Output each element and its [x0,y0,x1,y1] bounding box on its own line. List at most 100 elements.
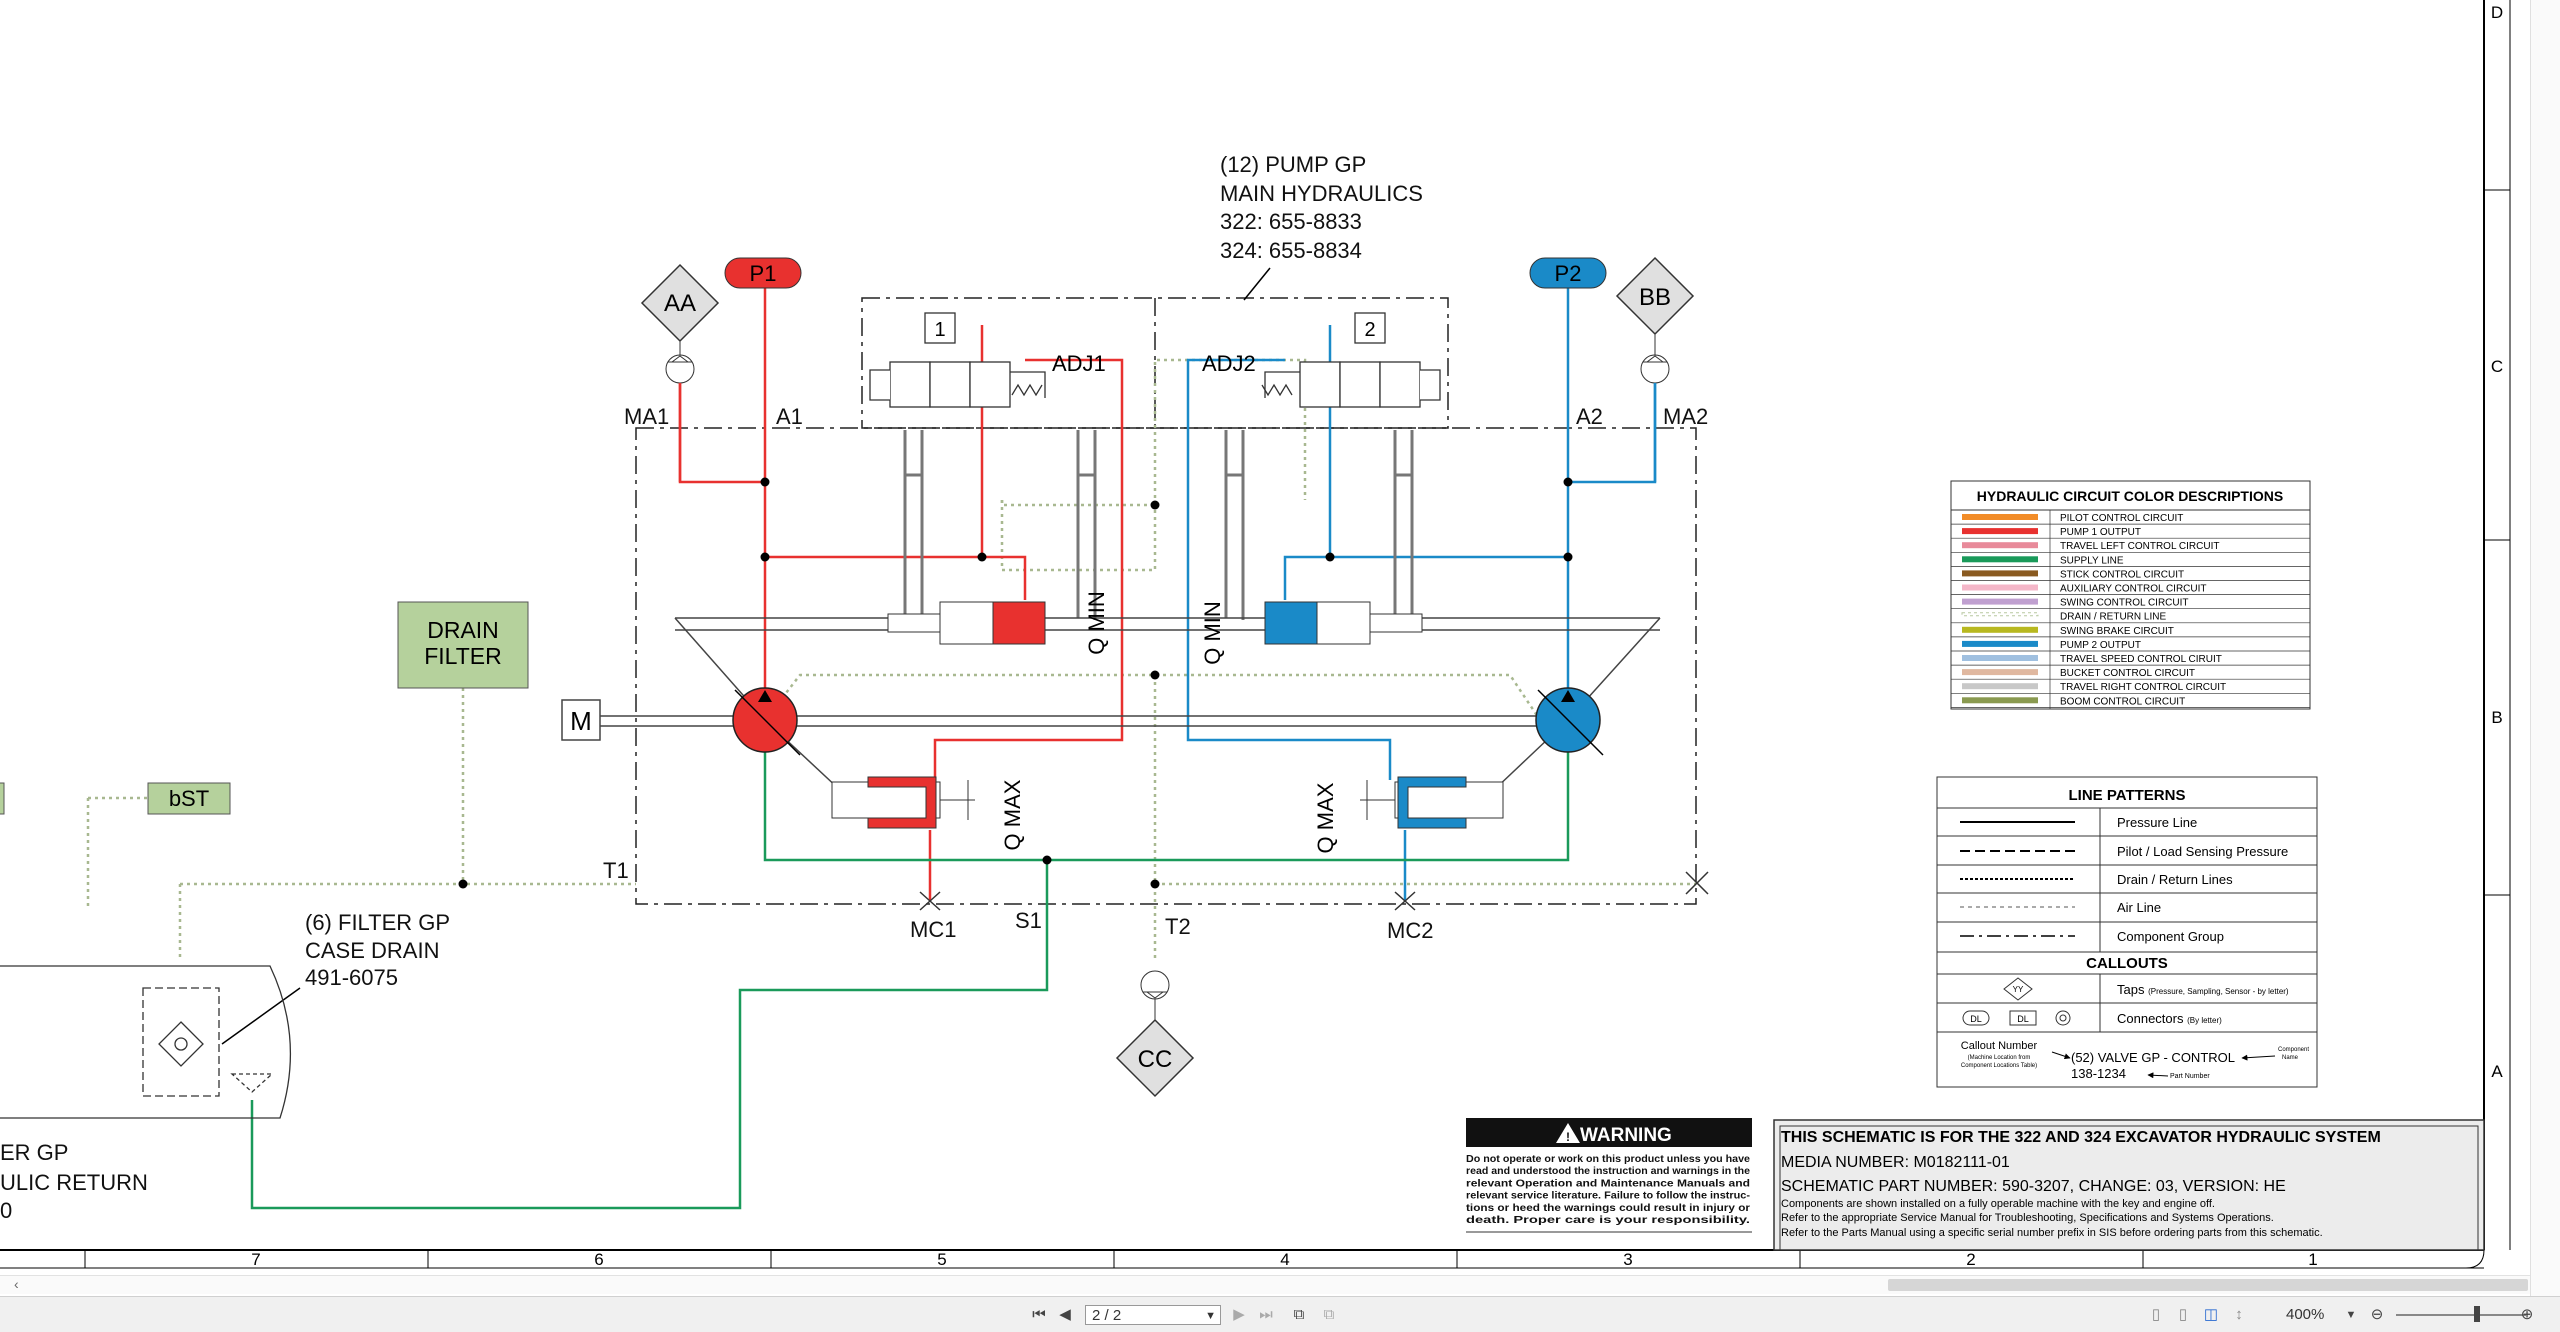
color-swatch [1962,514,2038,520]
adj2-label: ADJ2 [1202,351,1256,376]
col-label-3: 3 [1623,1250,1632,1269]
mechanical-links [903,430,1414,620]
color-row-label: BOOM CONTROL CIRCUIT [2060,696,2185,707]
taps-symbol: YY [2013,985,2024,994]
motor-symbol-label: M [570,706,592,736]
color-row-label: SWING BRAKE CIRCUIT [2060,626,2174,637]
regulator-valve-2 [1261,312,1441,408]
color-row-label: AUXILIARY CONTROL CIRCUIT [2060,584,2207,595]
page-layout-icon[interactable]: ⧉ [1323,1306,1335,1323]
first-page-icon[interactable]: ⏮ [1032,1306,1046,1323]
plug-marks [919,871,1709,911]
horizontal-scroll-thumb[interactable] [1888,1279,2528,1291]
callout-number-note1: (Machine Location from [1968,1055,2031,1061]
filter-gp-line2: CASE DRAIN [305,938,439,963]
color-swatch [1962,598,2038,605]
adj1-label: ADJ1 [1052,351,1106,376]
scroll-left-arrow-icon[interactable]: ‹ [14,1276,19,1292]
callouts-title: CALLOUTS [2086,955,2168,972]
row-label-b: B [2491,708,2502,727]
color-swatch [1962,556,2038,563]
color-row-label: BUCKET CONTROL CIRCUIT [2060,668,2195,679]
port-t1: T1 [603,858,629,883]
line-patterns-title: LINE PATTERNS [2069,787,2186,804]
color-swatch [1962,570,2038,577]
svg-text:Taps (Pressure, Sampling, Sens: Taps (Pressure, Sampling, Sensor - by le… [2117,982,2289,997]
port-ma2: MA2 [1663,404,1708,429]
port-p1: P1 [724,257,802,289]
row-label-a: A [2491,1062,2503,1081]
continuous-view-icon[interactable]: ▯ [2178,1306,2188,1323]
warning-text-line: relevant service literature. Failure to … [1466,1190,1751,1202]
zoom-dropdown-icon[interactable]: ▼ [2345,1309,2357,1321]
hydraulic-schematic: 7 6 5 4 3 2 1 D C B A (12) PUMP GP MAIN … [0,0,2511,1269]
callout-number-note2: Component Locations Table) [1961,1063,2037,1069]
col-label-6: 6 [594,1250,603,1269]
tap-aa: AA [640,263,720,482]
line-patterns-legend: LINE PATTERNS Pressure Line Pilot / Load… [1936,776,2318,1088]
page-copy-icon[interactable]: ⧉ [1293,1306,1305,1323]
drain-filter: DRAIN FILTER [397,601,529,689]
pattern-drain: Drain / Return Lines [2117,872,2233,887]
zoom-out-icon[interactable]: ⊖ [2370,1306,2384,1323]
filter-gp-line1: (6) FILTER GP [305,910,450,935]
regulator-valve-1 [869,312,1046,408]
next-page-icon[interactable]: ▶ [1233,1306,1245,1323]
return-filter-line3: 0 [0,1198,12,1223]
zoom-slider[interactable] [2396,1314,2526,1316]
callout-part-number-label: Part Number [2170,1073,2210,1080]
previous-page-icon[interactable]: ◀ [1059,1306,1071,1323]
pump2 [1535,687,1604,756]
color-row-label: SWING CONTROL CIRCUIT [2060,598,2189,609]
two-page-view-icon[interactable]: ◫ [2203,1306,2219,1323]
row-label-d: D [2491,3,2503,22]
col-label-4: 4 [1280,1250,1289,1269]
color-swatch [1962,542,2038,549]
zoom-slider-thumb[interactable] [2474,1306,2480,1322]
zoom-in-icon[interactable]: ⊕ [2520,1306,2534,1323]
color-swatch [1962,683,2038,690]
return-filter-line1: ER GP [0,1140,68,1165]
port-t2: T2 [1165,914,1191,939]
callout-component-name-1: Component [2278,1047,2309,1053]
qmax-label-right: Q MAX [1313,782,1338,853]
bst-label: bST [169,786,209,811]
port-p2-label: P2 [1555,261,1582,286]
vertical-scrollbar[interactable] [2530,0,2560,1296]
last-page-icon[interactable]: ⏭ [1259,1306,1273,1323]
col-label-5: 5 [937,1250,946,1269]
color-row-label: PUMP 2 OUTPUT [2060,640,2141,651]
warning-text-line: read and understood the instruction and … [1466,1165,1750,1177]
pump-group-title-line1: (12) PUMP GP [1220,152,1366,177]
single-page-view-icon[interactable]: ▯ [2151,1306,2161,1323]
pump-group-title: (12) PUMP GP MAIN HYDRAULICS 322: 655-88… [1220,152,1423,301]
svg-text:!: ! [1566,1130,1570,1144]
return-filter-line2: ULIC RETURN [0,1170,148,1195]
pattern-pilot: Pilot / Load Sensing Pressure [2117,844,2288,859]
page-dropdown-icon[interactable]: ▼ [1205,1310,1216,1322]
pattern-pressure: Pressure Line [2117,815,2197,830]
warning-text-line: relevant Operation and Maintenance Manua… [1466,1177,1750,1189]
port-mc2: MC2 [1387,918,1433,943]
drain-lines [0,358,1696,960]
fit-page-icon[interactable]: ↕ [2235,1306,2243,1323]
port-s1: S1 [1015,908,1042,933]
page-number-input[interactable]: 2 / 2▼ [1085,1305,1221,1325]
tap-bb: BB [1615,256,1695,384]
horizontal-scrollbar[interactable]: ‹ [0,1275,2530,1294]
title-block-note2: Refer to the appropriate Service Manual … [1781,1212,2274,1224]
col-label-2: 2 [1966,1250,1975,1269]
zoom-level[interactable]: 400% [2286,1306,2325,1323]
pump-group-boundary [635,297,1697,905]
color-descriptions-table: HYDRAULIC CIRCUIT COLOR DESCRIPTIONS PIL… [1950,480,2311,710]
color-table-title: HYDRAULIC CIRCUIT COLOR DESCRIPTIONS [1977,488,2283,504]
filter-gp-callout: (6) FILTER GP CASE DRAIN 491-6075 [221,910,450,1045]
warning-text-line: Do not operate or work on this product u… [1466,1153,1750,1165]
pump2-lines [1186,285,1657,900]
viewer-toolbar: ⏮ ◀ 2 / 2▼ ▶ ⏭ ⧉ ⧉ ▯ ▯ ◫ ↕ 400% ▼ ⊖ ⊕ [0,1296,2560,1332]
qmin-cylinder-right [1264,601,1423,645]
port-mc1: MC1 [910,917,956,942]
color-swatch [1962,640,2038,647]
connectors-label: Connectors [2117,1011,2184,1026]
pump1-lines [678,285,1124,900]
